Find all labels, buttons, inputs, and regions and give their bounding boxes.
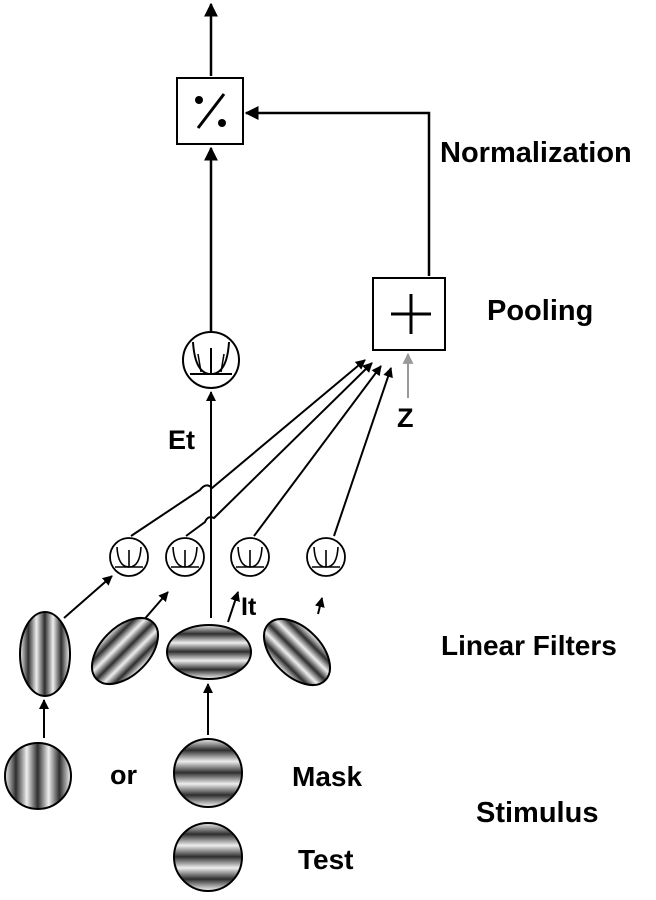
filter-horizontal — [166, 624, 252, 680]
it-label: It — [241, 593, 257, 621]
inhibitory-nonlinearities — [109, 537, 346, 577]
nonlinearity-1 — [109, 537, 149, 577]
excitatory-nonlinearity — [182, 331, 240, 389]
linear-filters-label: Linear Filters — [441, 630, 617, 661]
nonlinearity-2 — [165, 537, 205, 577]
z-label: Z — [397, 403, 414, 433]
nonlinearity-4 — [306, 537, 346, 577]
filter-vertical — [19, 611, 71, 697]
or-label: or — [110, 760, 137, 790]
stimulus-mask-grating — [173, 738, 243, 808]
normalization-feedback-arrow — [244, 106, 431, 276]
filter-output-arrows — [63, 575, 325, 623]
normalization-label: Normalization — [440, 137, 632, 169]
pooling-label: Pooling — [487, 295, 593, 327]
stimulus-label: Stimulus — [476, 797, 598, 829]
pooling-sum-box — [372, 277, 446, 351]
et-label: Et — [168, 425, 195, 455]
pooling-input-arrows — [130, 359, 393, 537]
nonlinearity-3 — [230, 537, 270, 577]
stimulus-test-grating — [173, 822, 243, 892]
mask-label: Mask — [292, 761, 362, 792]
filter-oblique-left — [79, 605, 171, 697]
filter-oblique-right — [251, 606, 343, 698]
linear-filters — [19, 605, 343, 698]
stimulus-vertical-grating — [4, 742, 72, 810]
test-label: Test — [298, 844, 354, 875]
normalization-divide-box — [176, 77, 244, 145]
